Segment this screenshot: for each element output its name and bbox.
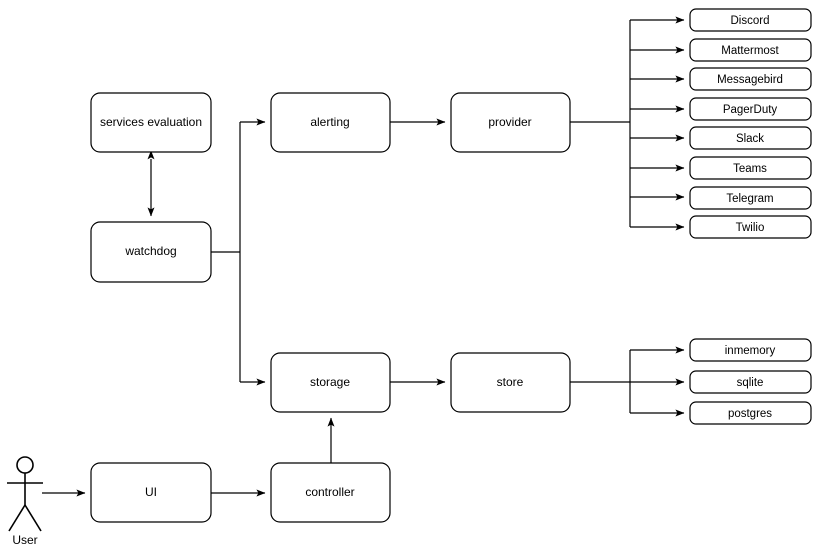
node-watchdog-rect[interactable] <box>90 221 212 283</box>
leaf-node-discord[interactable]: Discord <box>689 8 812 32</box>
actor-label: User <box>12 533 37 547</box>
leaf-node-telegram[interactable]: Telegram <box>689 186 812 210</box>
node-storage-rect[interactable] <box>270 352 391 413</box>
leaf-node-messagebird-rect[interactable] <box>689 67 812 91</box>
node-alerting[interactable]: alerting <box>270 92 391 153</box>
node-watchdog[interactable]: watchdog <box>90 221 212 283</box>
leaf-node-mattermost[interactable]: Mattermost <box>689 38 812 62</box>
node-provider-rect[interactable] <box>450 92 571 153</box>
connector-provider-fanout-branches <box>630 16 685 231</box>
leaf-node-teams-label: Teams <box>733 163 767 175</box>
leaf-node-teams-rect[interactable] <box>689 156 812 180</box>
leaf-node-telegram-label: Telegram <box>726 193 773 205</box>
leaf-node-discord-rect[interactable] <box>689 8 812 32</box>
actor-head-icon <box>16 456 34 474</box>
leaf-node-postgres[interactable]: postgres <box>689 401 812 425</box>
leaf-node-twilio-label: Twilio <box>736 222 765 234</box>
node-store-rect[interactable] <box>450 352 571 413</box>
leaf-node-messagebird[interactable]: Messagebird <box>689 67 812 91</box>
leaf-node-sqlite[interactable]: sqlite <box>689 370 812 394</box>
leaf-node-pagerduty-label: PagerDuty <box>723 104 778 116</box>
leaf-node-pagerduty-rect[interactable] <box>689 97 812 121</box>
leaf-node-discord-label: Discord <box>731 15 770 27</box>
store-list: inmemory sqlite postgres <box>689 338 812 425</box>
leaf-node-inmemory[interactable]: inmemory <box>689 338 812 362</box>
leaf-node-twilio-rect[interactable] <box>689 215 812 239</box>
leaf-node-sqlite-rect[interactable] <box>689 370 812 394</box>
leaf-node-slack-rect[interactable] <box>689 126 812 150</box>
node-services-evaluation-label: services evaluation <box>100 115 202 129</box>
node-provider-label: provider <box>488 115 531 129</box>
leaf-node-twilio[interactable]: Twilio <box>689 215 812 239</box>
leaf-node-slack[interactable]: Slack <box>689 126 812 150</box>
actor-user: User <box>7 456 43 547</box>
actor-leg-right-icon <box>24 504 42 532</box>
leaf-node-mattermost-rect[interactable] <box>689 38 812 62</box>
leaf-node-postgres-rect[interactable] <box>689 401 812 425</box>
node-controller[interactable]: controller <box>270 462 391 523</box>
leaf-node-pagerduty[interactable]: PagerDuty <box>689 97 812 121</box>
node-store-label: store <box>497 375 524 389</box>
node-services-evaluation[interactable]: services evaluation <box>90 92 212 153</box>
leaf-node-telegram-rect[interactable] <box>689 186 812 210</box>
node-alerting-rect[interactable] <box>270 92 391 153</box>
connector-store-fanout-branches <box>630 346 685 417</box>
node-watchdog-label: watchdog <box>124 244 176 258</box>
node-storage-label: storage <box>310 375 350 389</box>
node-store[interactable]: store <box>450 352 571 413</box>
node-ui[interactable]: UI <box>90 462 212 523</box>
node-controller-label: controller <box>305 485 354 499</box>
leaf-node-teams[interactable]: Teams <box>689 156 812 180</box>
node-ui-rect[interactable] <box>90 462 212 523</box>
provider-list: Discord Mattermost Messagebird PagerDuty… <box>689 8 812 239</box>
node-alerting-label: alerting <box>310 115 349 129</box>
node-ui-label: UI <box>145 485 157 499</box>
node-provider[interactable]: provider <box>450 92 571 153</box>
leaf-node-inmemory-rect[interactable] <box>689 338 812 362</box>
leaf-node-messagebird-label: Messagebird <box>717 74 783 86</box>
node-services-evaluation-rect[interactable] <box>90 92 212 153</box>
leaf-node-sqlite-label: sqlite <box>737 377 764 389</box>
node-controller-rect[interactable] <box>270 462 391 523</box>
leaf-node-postgres-label: postgres <box>728 408 772 420</box>
leaf-node-slack-label: Slack <box>736 133 764 145</box>
leaf-node-mattermost-label: Mattermost <box>721 45 779 57</box>
node-storage[interactable]: storage <box>270 352 391 413</box>
actor-leg-left-icon <box>8 504 26 532</box>
leaf-node-inmemory-label: inmemory <box>725 345 776 357</box>
